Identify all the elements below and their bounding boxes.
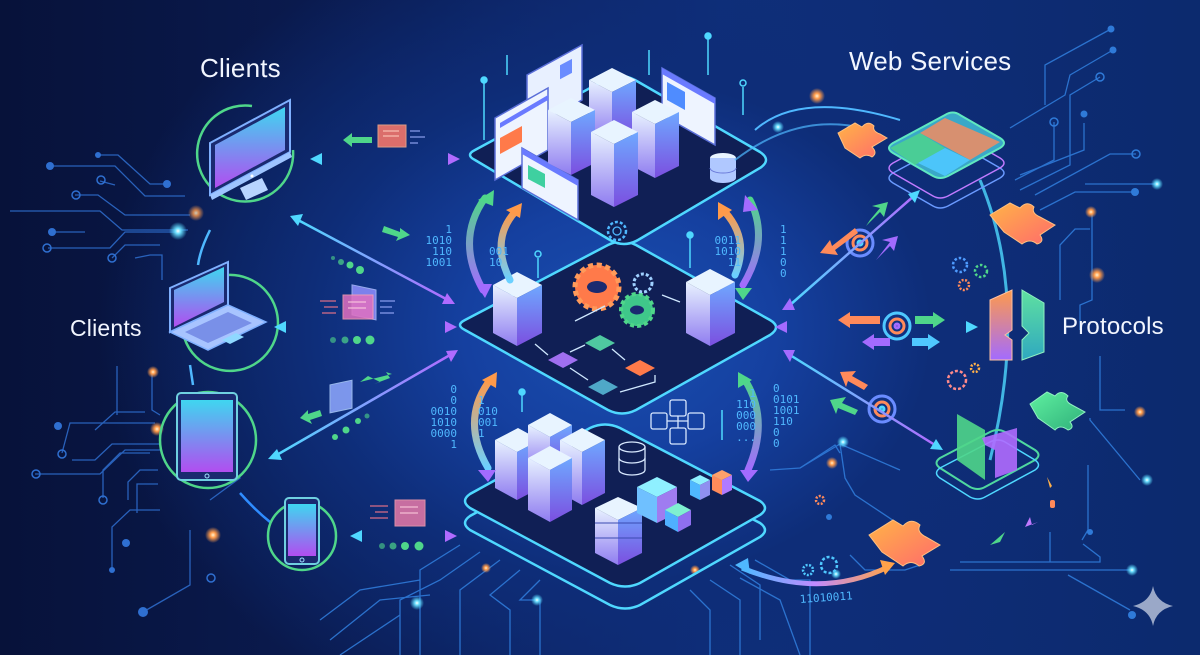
speed-lines (320, 130, 425, 519)
circuit-traces-left (10, 154, 242, 613)
server-rack-cluster (495, 413, 605, 522)
svg-text:11010011: 11010011 (799, 589, 853, 606)
data-pins (480, 32, 747, 440)
browser-window (521, 146, 579, 222)
circuit-nodes-right (826, 25, 1139, 619)
svg-text:10: 10 (489, 256, 502, 269)
server-right (686, 269, 735, 346)
protocols-label: Protocols (1062, 313, 1164, 340)
gear-cluster (572, 262, 655, 328)
dot-rows (330, 256, 424, 551)
svg-text:001: 001 (478, 416, 498, 429)
svg-text:1001: 1001 (426, 256, 453, 269)
server-tower (591, 120, 638, 207)
protocol-icon[interactable] (989, 289, 1045, 361)
svg-text:000: 000 (736, 409, 756, 422)
book-protocol-icon[interactable] (935, 414, 1040, 500)
layer-cycle-arrowheads (476, 190, 758, 482)
document-icon (377, 124, 407, 148)
puzzle-stack[interactable] (888, 111, 1005, 209)
clients-label-top: Clients (200, 53, 281, 83)
service-arrowheads (775, 190, 978, 450)
svg-text:0010: 0010 (431, 405, 458, 418)
browser-window (661, 66, 716, 147)
puzzle-piece-orange[interactable] (837, 122, 888, 159)
device-connectors (188, 229, 271, 523)
svg-text:1: 1 (780, 245, 787, 258)
puzzle-piece-green[interactable] (1029, 391, 1086, 431)
circuit-traces-bottom (319, 544, 811, 655)
desktop-client[interactable] (195, 98, 295, 203)
svg-text:001: 001 (489, 245, 509, 258)
tablet-client[interactable] (158, 390, 258, 490)
svg-text:1: 1 (478, 394, 485, 407)
arrow-heads (268, 153, 460, 542)
gear-icons-protocol (801, 256, 989, 577)
svg-text:0: 0 (773, 426, 780, 439)
glow-dots (147, 88, 1163, 610)
colored-direction-arrows (820, 202, 945, 415)
svg-text:1: 1 (780, 223, 787, 236)
svg-text:1010: 1010 (715, 245, 742, 258)
svg-text:1: 1 (780, 234, 787, 247)
cubes (637, 470, 732, 532)
middle-layer[interactable] (458, 240, 778, 415)
circuit-nodes-left (46, 152, 171, 617)
svg-text:010: 010 (478, 405, 498, 418)
database-icon (709, 153, 737, 183)
svg-text:000: 000 (736, 420, 756, 433)
server-tower (548, 98, 595, 175)
laptop-client[interactable] (164, 257, 295, 388)
svg-text:1: 1 (445, 223, 452, 236)
document-icon (342, 294, 374, 320)
green-direction-arrows (300, 133, 410, 424)
svg-text:1010: 1010 (426, 234, 453, 247)
puzzle-piece-orange[interactable] (868, 519, 941, 567)
server-tower (632, 100, 679, 178)
svg-text:1: 1 (478, 427, 485, 440)
binary-text: 1 1010 110 1001 001 10 0011 1010 11 1 1 … (426, 223, 854, 606)
smartphone-client[interactable] (266, 497, 338, 572)
server-left (493, 272, 542, 346)
svg-text:0000: 0000 (431, 427, 458, 440)
document-icon (394, 499, 426, 527)
bottom-exchange-arrow (735, 558, 895, 587)
svg-text:0: 0 (780, 256, 787, 269)
circuit-rings-right (1049, 72, 1141, 159)
document-icons (329, 124, 426, 527)
svg-text:0: 0 (780, 267, 787, 280)
web-services-label: Web Services (849, 46, 1012, 76)
top-layer[interactable] (468, 32, 768, 440)
svg-text:11: 11 (728, 256, 741, 269)
svg-text:0: 0 (773, 382, 780, 395)
svg-text:0: 0 (450, 394, 457, 407)
clients-label-left: Clients (70, 315, 142, 341)
svg-text:0: 0 (450, 383, 457, 396)
svg-text:110: 110 (736, 398, 756, 411)
svg-text:1: 1 (749, 387, 756, 400)
bottom-layer[interactable] (463, 399, 767, 610)
database-cluster (618, 399, 705, 476)
flow-blocks (534, 294, 681, 395)
svg-text:110: 110 (773, 415, 793, 428)
circuit-traces-right (769, 28, 1157, 611)
svg-text:...: ... (736, 431, 756, 444)
service-arrows (780, 194, 968, 447)
decorative-shards (990, 477, 1055, 545)
svg-text:1010: 1010 (431, 416, 458, 429)
svg-text:1: 1 (450, 438, 457, 451)
stacked-storage (595, 497, 642, 565)
sparkle-icon (1133, 586, 1173, 626)
svg-text:1001: 1001 (773, 404, 800, 417)
gear-icon (606, 220, 628, 242)
puzzle-piece-orange[interactable] (989, 202, 1056, 245)
svg-text:0011: 0011 (715, 234, 742, 247)
svg-text:0101: 0101 (773, 393, 800, 406)
svg-text:0: 0 (773, 437, 780, 450)
client-arrows (274, 157, 452, 538)
document-icon (329, 379, 353, 414)
svg-text:110: 110 (432, 245, 452, 258)
circuit-rings-left (31, 175, 216, 583)
